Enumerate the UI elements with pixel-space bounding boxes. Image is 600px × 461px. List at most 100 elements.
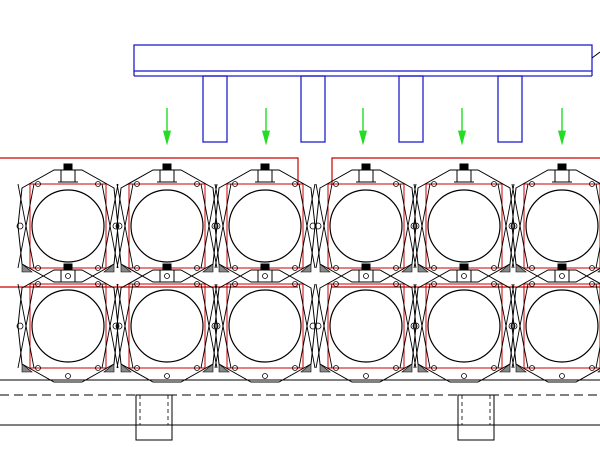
cell-cross-link (399, 183, 417, 269)
clamp-icon (554, 269, 570, 283)
frame-right-top (331, 157, 600, 185)
cell-holder-frame (29, 183, 107, 269)
corner-foot (401, 363, 413, 373)
mount-hole (95, 281, 101, 287)
cell-cross-link (116, 283, 134, 369)
corner-foot (300, 363, 312, 373)
cell-holder-frame (128, 283, 206, 369)
mount-hole (164, 373, 170, 379)
mount-hole (333, 265, 339, 271)
cell-cross-link (200, 183, 218, 269)
support-leg-2 (457, 394, 495, 441)
cell-cross-link (413, 183, 431, 269)
cell-cross-link (595, 344, 600, 369)
corner-foot (202, 363, 214, 373)
corner-foot (120, 263, 132, 273)
mount-hole (95, 181, 101, 187)
cell-holder-frame (425, 283, 503, 369)
circle-cell-icon (130, 289, 204, 363)
cell-1-6 (510, 163, 600, 283)
mount-hole (95, 365, 101, 371)
circle-cell-icon (525, 289, 599, 363)
cell-cross-link (497, 183, 515, 269)
mount-hole (232, 281, 238, 287)
cell-cross-link (298, 283, 316, 369)
clamp-head (557, 163, 567, 171)
mount-hole (292, 181, 298, 187)
cell-cross-link (595, 244, 600, 269)
clamp-head (162, 163, 172, 171)
mount-hole (134, 181, 140, 187)
mount-hole (529, 281, 535, 287)
corner-foot (202, 263, 214, 273)
mount-hole (333, 365, 339, 371)
side-pin (16, 222, 24, 230)
mount-hole (529, 265, 535, 271)
side-pin (510, 322, 518, 330)
cell-cross-link (595, 283, 600, 308)
circle-cell-icon (329, 189, 403, 263)
clamp-head (361, 263, 371, 271)
cell-holder-frame (29, 283, 107, 369)
cell-housing-outline (511, 169, 600, 283)
arrow-head-2 (261, 130, 271, 146)
mount-hole (292, 281, 298, 287)
cell-cross-link (497, 283, 515, 369)
mount-hole (589, 365, 595, 371)
down-arrow-icon (457, 108, 467, 146)
clamp-head (557, 263, 567, 271)
corner-foot (300, 263, 312, 273)
cell-cross-link (17, 283, 35, 369)
cell-1-1 (16, 163, 120, 283)
cell-cross-link (315, 283, 333, 369)
side-pin (510, 222, 518, 230)
mount-hole (461, 373, 467, 379)
mount-hole (194, 265, 200, 271)
cell-2-1 (16, 263, 120, 383)
mount-hole (431, 365, 437, 371)
mount-hole (529, 181, 535, 187)
mount-hole (65, 373, 71, 379)
corner-foot (499, 363, 511, 373)
mount-hole (431, 281, 437, 287)
corner-foot (218, 363, 230, 373)
mount-hole (262, 273, 268, 279)
cell-holder-frame (226, 183, 304, 269)
clamp-head (63, 163, 73, 171)
mount-hole (134, 265, 140, 271)
mount-hole (35, 265, 41, 271)
mount-hole (35, 181, 41, 187)
mount-hole (194, 181, 200, 187)
gripper-leader-line (591, 51, 600, 59)
corner-foot (319, 363, 331, 373)
cell-2-5 (412, 263, 516, 383)
cell-cross-link (595, 183, 600, 208)
blue-gripper (133, 44, 600, 143)
mount-hole (363, 373, 369, 379)
side-pin (115, 322, 123, 330)
cell-2-2 (115, 263, 219, 383)
mount-hole (292, 365, 298, 371)
circle-cell-icon (427, 189, 501, 263)
cell-cross-link (511, 183, 529, 269)
cell-holder-frame (327, 183, 405, 269)
side-pin (213, 322, 221, 330)
mount-hole (134, 281, 140, 287)
circle-cell-icon (525, 189, 599, 263)
mount-hole (65, 273, 71, 279)
green-arrows (162, 108, 567, 146)
arrow-head-1 (162, 130, 172, 146)
corner-foot (21, 263, 33, 273)
circle-cell-icon (329, 289, 403, 363)
cell-holder-frame (523, 283, 600, 369)
corner-foot (401, 263, 413, 273)
cell-2-3 (213, 263, 317, 383)
cell-holder-frame (226, 283, 304, 369)
mount-hole (35, 281, 41, 287)
mount-hole (333, 281, 339, 287)
circle-cell-icon (228, 189, 302, 263)
cell-cross-link (101, 183, 119, 269)
mount-hole (393, 365, 399, 371)
arrow-head-3 (358, 130, 368, 146)
